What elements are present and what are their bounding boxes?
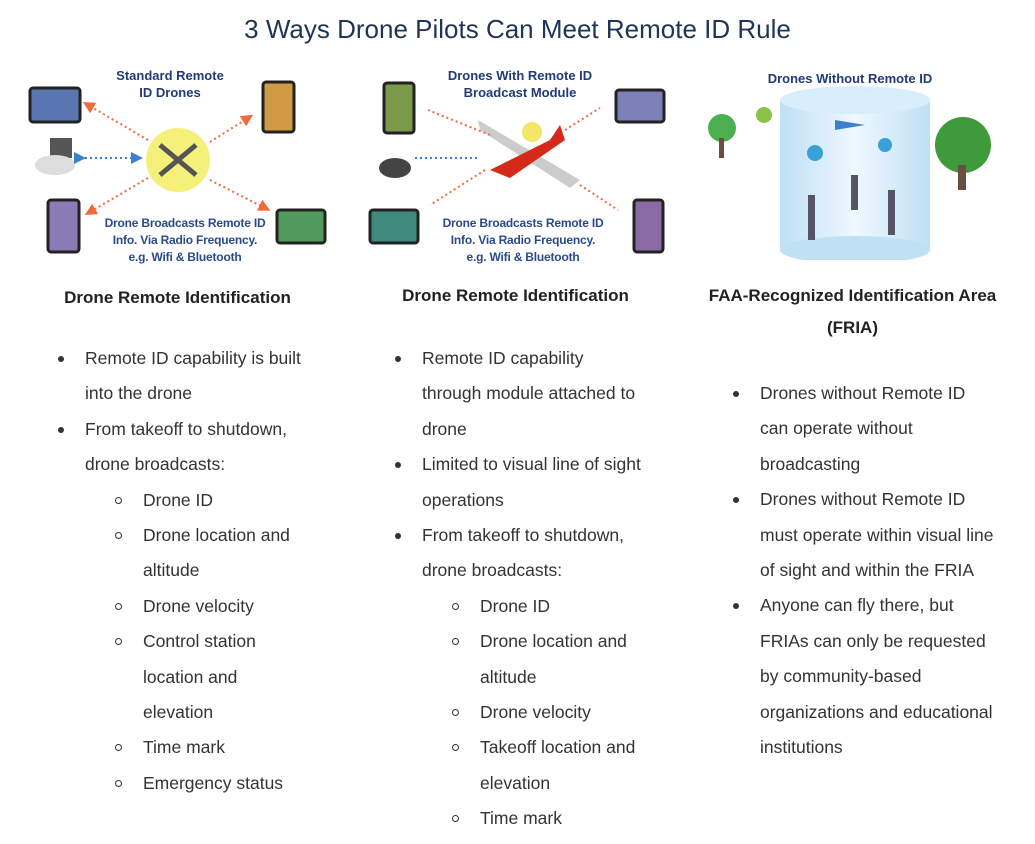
sub-bullet-item: Emergency status: [58, 766, 333, 801]
tree-icon: [935, 117, 991, 190]
broadcast-module-illustration: [360, 60, 700, 270]
page-title: 3 Ways Drone Pilots Can Meet Remote ID R…: [244, 14, 791, 44]
bullet-list: Remote ID capability through module atta…: [395, 341, 670, 837]
airplane-icon: [478, 120, 580, 188]
airplane-broadcast-diagram-icon: [368, 81, 666, 254]
bullet-item: Remote ID capability through module atta…: [395, 341, 644, 447]
standard-remote-id-illustration: [20, 60, 360, 270]
tablet-icon: [275, 208, 327, 245]
sub-bullet-item: Drone location and altitude: [395, 624, 645, 695]
bullet-item: Limited to visual line of sight operatio…: [395, 447, 672, 518]
sub-bullet-item: Drone location and altitude: [58, 518, 308, 589]
bullet-item: Anyone can fly there, but FRIAs can only…: [733, 588, 1005, 765]
bullet-list: Remote ID capability is built into the d…: [58, 341, 333, 801]
person-icon: [808, 175, 895, 240]
tablet-icon: [632, 198, 665, 254]
bullet-item: Drones without Remote ID can operate wit…: [733, 376, 988, 482]
fria-illustration: [700, 60, 1010, 260]
sub-bullet-item: Time mark: [395, 801, 670, 836]
column-heading: Drone Remote Identification: [402, 286, 629, 305]
bullet-item: From takeoff to shutdown, drone broadcas…: [58, 412, 333, 483]
tablet-icon: [28, 86, 82, 124]
tablet-icon: [382, 81, 416, 135]
tree-icon: [708, 114, 736, 158]
sub-bullet-item: Takeoff location and elevation: [395, 730, 655, 801]
image-caption: Drones Without Remote ID: [767, 71, 933, 86]
bullet-list: Drones without Remote ID can operate wit…: [733, 376, 993, 765]
drone-icon: [807, 120, 892, 161]
sub-bullet-item: Drone ID: [58, 483, 333, 518]
bullet-item: From takeoff to shutdown, drone broadcas…: [395, 518, 652, 589]
tree-icon: [756, 107, 772, 123]
sub-bullet-item: Time mark: [58, 730, 333, 765]
tablet-icon: [614, 88, 666, 124]
bullet-item: Drones without Remote ID must operate wi…: [733, 482, 995, 588]
bullet-item: Remote ID capability is built into the d…: [58, 341, 333, 412]
sub-bullet-item: Drone ID: [395, 589, 670, 624]
tablet-icon: [261, 80, 296, 134]
drone-broadcast-diagram-icon: [28, 80, 327, 254]
sub-bullet-item: Drone velocity: [58, 589, 333, 624]
sub-bullet-item: Drone velocity: [395, 695, 670, 730]
remote-controller-icon: [35, 138, 75, 175]
fria-cylinder-icon: [708, 86, 991, 260]
remote-controller-icon: [379, 158, 411, 178]
tablet-icon: [46, 198, 81, 254]
sub-bullet-item: Control station location and elevation: [58, 624, 273, 730]
column-heading: FAA-Recognized Identification Area (FRIA…: [708, 286, 997, 337]
tablet-icon: [368, 208, 420, 245]
column-heading: Drone Remote Identification: [64, 288, 291, 307]
